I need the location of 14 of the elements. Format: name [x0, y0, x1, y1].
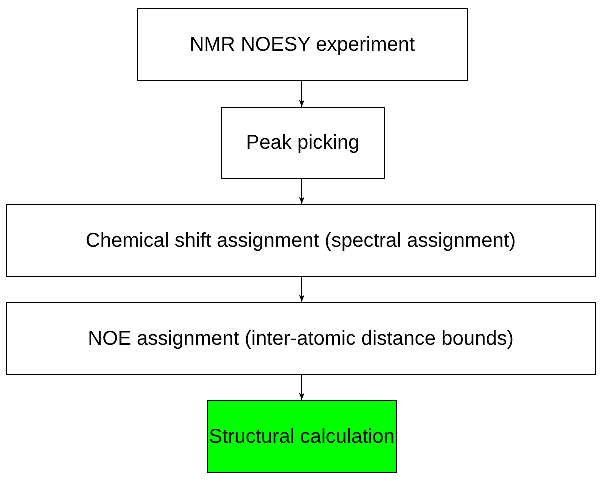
arrow: [299, 178, 305, 204]
process-box: [221, 107, 385, 179]
process-box: [137, 8, 468, 81]
step-label: NMR NOESY experiment: [190, 32, 416, 56]
arrow: [299, 374, 305, 400]
arrow: [299, 276, 305, 302]
process-box: [207, 400, 397, 473]
step-label: Structural calculation: [209, 424, 395, 448]
process-box: [6, 302, 596, 375]
arrow: [299, 80, 305, 108]
step-label: NOE assignment (inter-atomic distance bounds): [88, 326, 514, 350]
process-box: [6, 204, 596, 277]
step-label: Chemical shift assignment (spectral assignment): [86, 228, 516, 252]
step-label: Peak picking: [246, 131, 360, 155]
